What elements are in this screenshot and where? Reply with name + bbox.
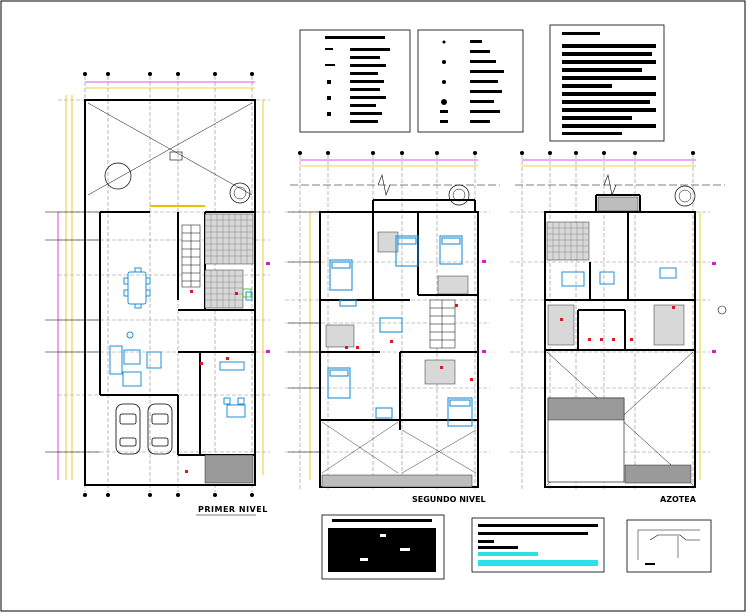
second-floor-title: SEGUNDO NIVEL	[412, 495, 486, 504]
roof-title: AZOTEA	[660, 495, 697, 504]
note-box-2	[471, 517, 605, 573]
legend-box-3	[549, 24, 665, 142]
first-floor-title: PRIMER NIVEL	[198, 505, 268, 514]
note-box-1	[321, 514, 445, 580]
second-floor-plan	[285, 151, 500, 490]
legend-box-1	[299, 29, 411, 133]
legend-box-2	[417, 29, 524, 133]
roof-plan	[510, 151, 727, 490]
first-floor-plan	[45, 72, 270, 497]
detail-box	[626, 519, 712, 573]
